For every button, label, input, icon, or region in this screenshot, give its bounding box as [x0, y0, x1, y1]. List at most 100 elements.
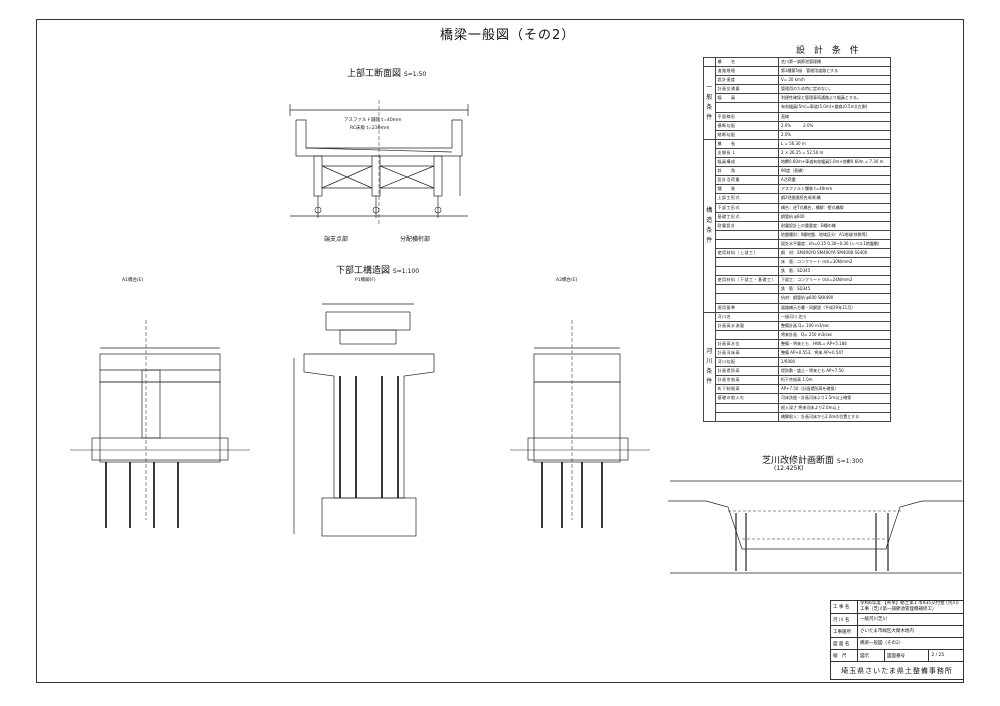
condition-row: 河川条件河川名一級河川 芝川 — [703, 311, 891, 422]
asphalt-note: アスファルト舗装 t=40mm — [344, 118, 402, 123]
condition-group: 一般条件 — [703, 66, 716, 140]
condition-value: 整備・将来とも HWL= AP+5.184 — [778, 338, 891, 350]
substructure-scale: S=1:100 — [392, 268, 420, 275]
title-block-row: 河 川 名一級河川芝川 — [830, 613, 964, 626]
condition-value: 将来計画 Q= 250 m3/sec — [778, 329, 891, 340]
condition-value: 90度（直橋） — [778, 166, 891, 177]
condition-row: 上部工形式鋼2径間連続合成I桁橋 — [704, 193, 891, 204]
condition-label: 舗 装 — [714, 184, 780, 195]
condition-value: 直線 — [778, 111, 891, 122]
river-section-scale: S=1:300 — [836, 458, 864, 465]
condition-value: アスファルト舗装 t=40mm — [778, 184, 891, 195]
condition-value: 1/6000 — [778, 357, 891, 368]
condition-row: 将来計画 Q= 250 m3/sec — [704, 329, 891, 340]
condition-label: 計画河床高 — [714, 347, 780, 359]
condition-label: 計画交通量 — [714, 84, 780, 95]
condition-row: 橋脚根入：計画河床から2.0mの位置とする — [704, 411, 891, 422]
condition-label: 幅 員 — [714, 93, 780, 104]
condition-row: 床 版：コンクリート σck=30N/mm2 — [704, 257, 891, 268]
a1-abutment-label: A1橋台(E) — [122, 278, 144, 283]
superstructure-title-text: 上部工断面図 — [347, 69, 402, 79]
design-conditions-title: 設 計 条 件 — [796, 43, 862, 58]
condition-value: 2.0% — [778, 129, 891, 140]
condition-value: L = 56.30 m — [778, 138, 891, 149]
condition-label: 使用材料（下部工・基礎工） — [714, 275, 780, 286]
title-block-key: 河 川 名 — [830, 613, 858, 626]
condition-label — [714, 284, 780, 295]
condition-label — [714, 257, 780, 268]
condition-value: 2 × 26.25 = 52.50 m — [778, 147, 891, 159]
condition-row: 橋 名芝川第一調節池管理橋 — [703, 56, 891, 68]
condition-label: 耐震設計 — [714, 220, 780, 231]
condition-value: 鋼 材：SM490YB SM490YA SM400B SS400 — [778, 247, 891, 259]
condition-label: 基礎工形式 — [714, 211, 780, 222]
title-block-value: 一級河川芝川 — [857, 613, 964, 626]
condition-label: 河川勾配 — [714, 357, 780, 368]
condition-value: 設計水平震度：kh=0.15 0.30~0.36 (レベル1地震動) — [778, 238, 891, 249]
condition-value: AP+7.50（計画堤防高を確保） — [778, 384, 891, 395]
condition-value: 橋台：逆T式橋台、橋脚：壁式橋脚 — [778, 202, 891, 213]
sheet-title: 橋梁一般図（その2） — [440, 28, 576, 43]
condition-value: 堤防敷・盛土・将来とも AP+7.50 — [778, 366, 891, 377]
condition-label: 河川名 — [714, 311, 780, 322]
condition-row: 設計水平震度：kh=0.15 0.30~0.36 (レベル1地震動) — [704, 238, 891, 249]
condition-row: 下部工形式橋台：逆T式橋台、橋脚：壁式橋脚 — [704, 202, 891, 213]
condition-value: 杭材：鋼管杭 φ600 SKK490 — [778, 293, 891, 304]
sheet-number: 2 / 25 — [928, 649, 964, 662]
a2-abutment-label: A2橋台(E) — [556, 278, 578, 283]
condition-value: 有効幅員(5m)=車道(5.0m)+路肩(0.5m)(左側) — [778, 102, 891, 113]
condition-label — [714, 102, 780, 113]
title-block-key: 縮 尺 — [830, 649, 858, 662]
condition-label: 計画余裕高 — [714, 375, 780, 386]
title-block-row: 図 面 名橋梁一般図（その2） — [830, 637, 964, 650]
condition-value: 鋼2径間連続合成I桁橋 — [778, 193, 891, 204]
condition-label: 桁下制限高 — [714, 384, 780, 395]
title-block-value: 橋梁一般図（その2） — [857, 637, 964, 650]
substructure-title-text: 下部工構造図 — [336, 266, 391, 276]
condition-value: 下部工：コンクリート σck=24N/mm2 — [778, 275, 891, 286]
condition-label — [714, 402, 780, 413]
condition-row: 平面線形直線 — [704, 111, 891, 122]
condition-value: 利便性確保と管理車両通路より幅員とする。 — [778, 93, 891, 104]
river-section-title-text: 芝川改修計画断面 — [762, 456, 835, 466]
condition-row: 幅 員利便性確保と管理車両通路より幅員とする。 — [704, 93, 891, 104]
condition-label — [714, 266, 780, 277]
title-block-key: 工事箇所 — [830, 625, 858, 638]
condition-label: 適用基準 — [714, 302, 780, 313]
condition-value: 鉄 筋：SD345 — [778, 284, 891, 295]
condition-label: 計画高水位 — [714, 338, 780, 350]
condition-label: 計画高水流量 — [714, 320, 780, 331]
label-distribution-beam: 分配横桁部 — [400, 236, 431, 243]
condition-label: 計画堤防高 — [714, 366, 780, 377]
condition-value: 管理用のため特に定めない。 — [778, 84, 891, 95]
condition-value: 地盤種別：Ⅱ種地盤、地域区分：A1地域(係数等) — [778, 229, 891, 240]
condition-label: 橋 長 — [714, 138, 780, 149]
condition-group — [703, 56, 716, 68]
condition-row: 基礎工形式鋼管杭 φ600 — [704, 211, 891, 222]
condition-value: 芝川第一調節池管理橋 — [778, 56, 891, 68]
p1-pier-drawing — [293, 303, 435, 537]
substructure-title: 下部工構造図 S=1:100 — [336, 263, 419, 276]
condition-row: 計画高水位整備・将来とも HWL= AP+5.184 — [704, 338, 891, 350]
title-block-key: 図面番号 — [883, 649, 930, 662]
p1-pier-label: P1橋脚(F) — [355, 278, 376, 283]
condition-value: 地覆0.60m+車道有効幅員5.0m+地覆0.60m = 7.30 m — [778, 157, 891, 168]
title-block-key: 図 面 名 — [830, 637, 858, 650]
condition-row: 計画河床高整備 AP+0.553、将来 AP+0.547 — [704, 347, 891, 359]
condition-row: 計画堤防高堤防敷・盛土・将来とも AP+7.50 — [704, 366, 891, 377]
condition-value: 第3種第5級 管理用道路とする — [778, 66, 891, 77]
condition-row: 有効幅員(5m)=車道(5.0m)+路肩(0.5m)(左側) — [704, 102, 891, 113]
label-end-support: 端支点部 — [324, 236, 349, 243]
title-block-row: 工事箇所さいたま市緑区大間木地内 — [830, 625, 964, 638]
superstructure-cross-section — [289, 100, 469, 226]
condition-value: 橋脚根入：計画河床から2.0mの位置とする — [778, 411, 891, 422]
condition-label: 使用材料（上部工） — [714, 247, 780, 259]
condition-row: 使用材料（下部工・基礎工）下部工：コンクリート σck=24N/mm2 — [704, 275, 891, 286]
a1-abutment-drawing — [70, 320, 250, 528]
condition-row: 基礎の根入れ河床洗掘・計画河床より1.5m以上確保 — [704, 393, 891, 404]
title-block-value: 令和6年度 【県単】総土第1 市935交付金 (河川) 工事（芝川第一調節池管理… — [857, 600, 964, 614]
